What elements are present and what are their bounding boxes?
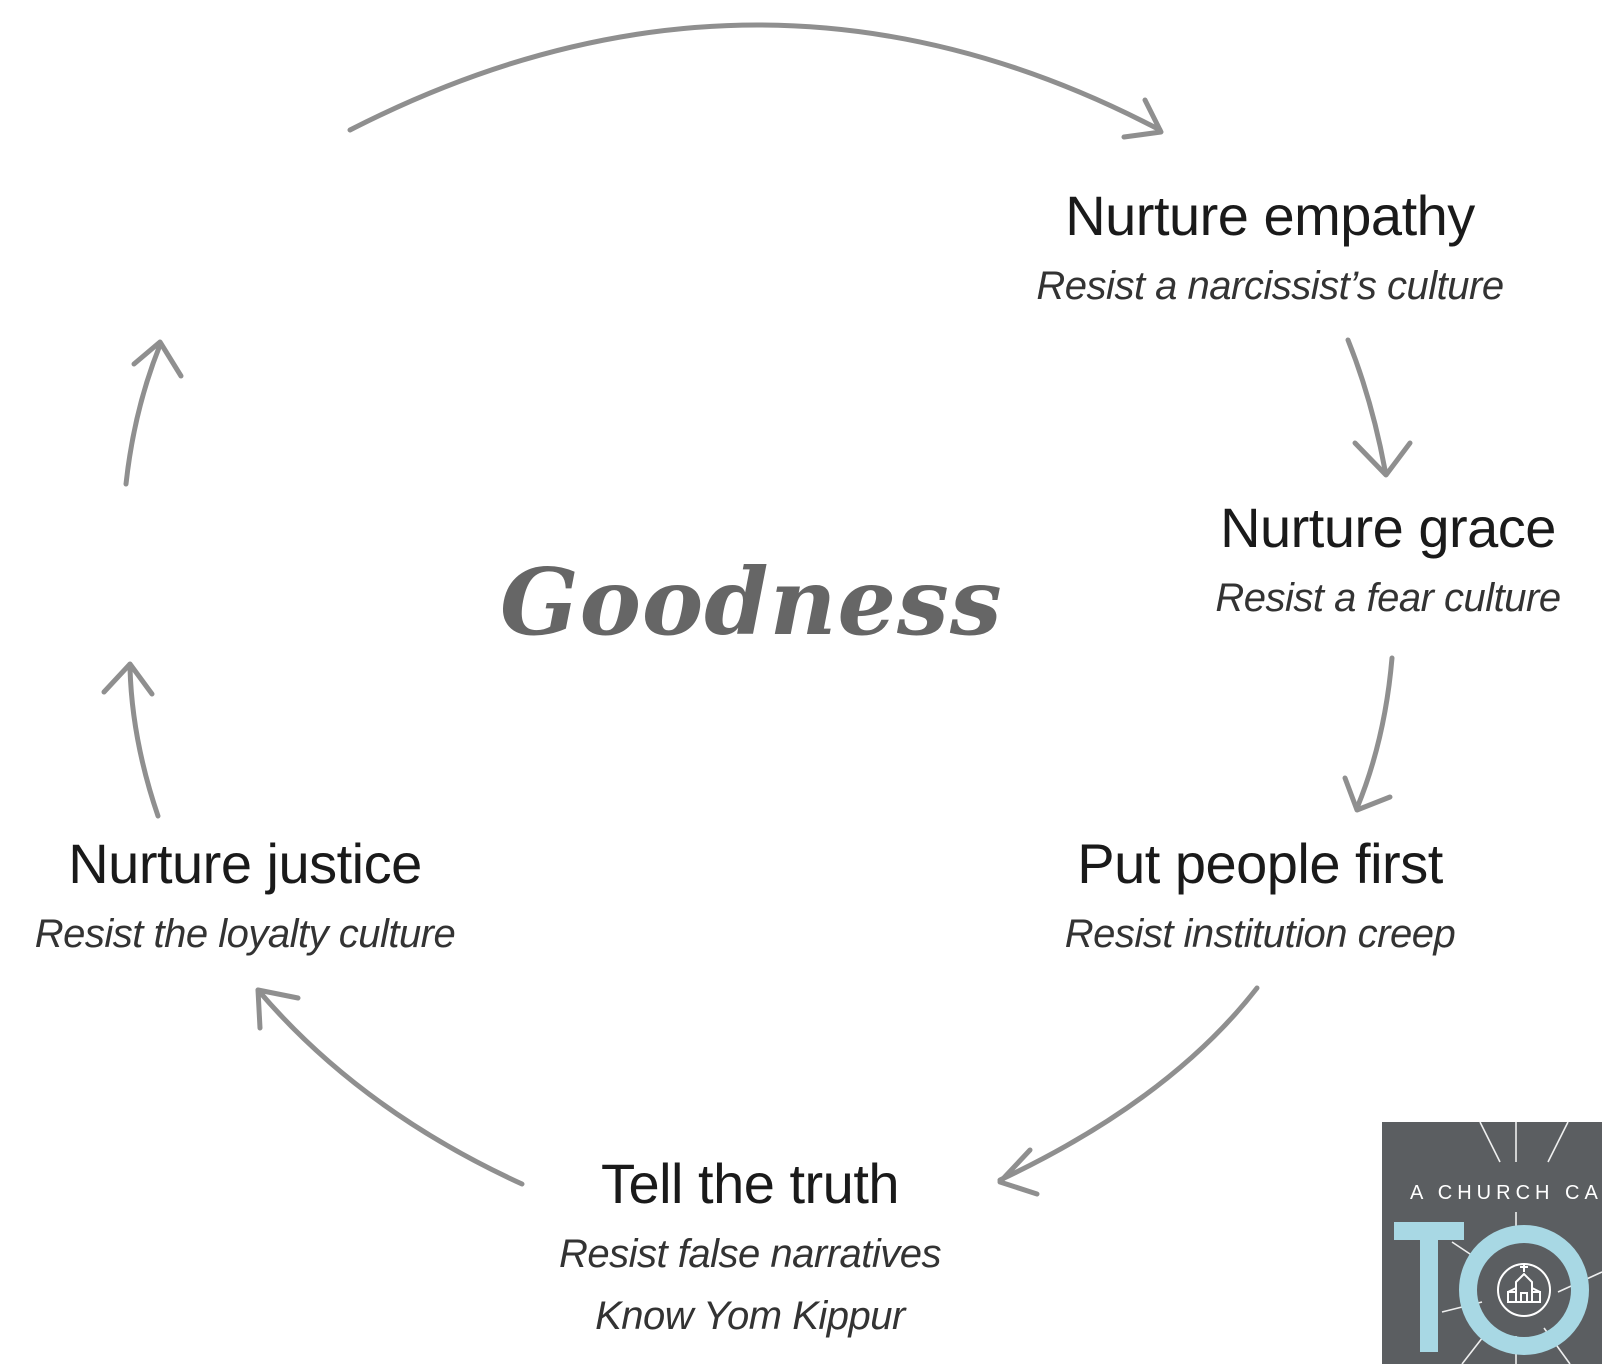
center-label: Goodness bbox=[500, 548, 1003, 656]
node-title: Tell the truth bbox=[600, 1152, 900, 1215]
node-nurture-grace: Nurture grace Resist a fear culture bbox=[1188, 496, 1588, 620]
arrow-left-up bbox=[123, 342, 163, 487]
church-icon bbox=[1497, 1263, 1551, 1317]
node-nurture-justice: Nurture justice Resist the loyalty cultu… bbox=[10, 832, 480, 956]
node-title: Put people first bbox=[1077, 832, 1443, 895]
arrow-empathy-grace bbox=[1345, 337, 1388, 473]
node-tell-the-truth: Tell the truth Resist false narratives K… bbox=[520, 1152, 980, 1338]
node-title: Nurture justice bbox=[68, 832, 422, 895]
podcast-logo: A CHURCH CA bbox=[1382, 1122, 1602, 1364]
arrowhead-left-up bbox=[131, 339, 184, 379]
node-subtitle: Resist a narcissist’s culture bbox=[1036, 264, 1504, 308]
arrow-top bbox=[347, 22, 1163, 133]
arrow-justice-up bbox=[127, 665, 161, 819]
node-subtitle: Resist false narratives bbox=[559, 1232, 941, 1276]
arrowhead-top bbox=[1121, 97, 1164, 140]
logo-text: A CHURCH CA bbox=[1410, 1182, 1602, 1204]
arrowhead-people-truth bbox=[997, 1147, 1040, 1197]
node-nurture-empathy: Nurture empathy Resist a narcissist’s cu… bbox=[1010, 184, 1530, 308]
arrowhead-truth-justice bbox=[255, 987, 301, 1031]
node-subtitle-secondary: Know Yom Kippur bbox=[595, 1294, 905, 1338]
node-subtitle: Resist institution creep bbox=[1064, 912, 1456, 956]
arrowhead-empathy-grace bbox=[1352, 440, 1413, 478]
arrow-grace-people bbox=[1354, 655, 1395, 811]
arrowhead-grace-people bbox=[1342, 775, 1393, 813]
node-subtitle: Resist the loyalty culture bbox=[34, 912, 456, 956]
node-subtitle: Resist a fear culture bbox=[1215, 576, 1561, 620]
logo-graphic bbox=[1394, 1122, 1602, 1364]
node-put-people-first: Put people first Resist institution cree… bbox=[1030, 832, 1490, 956]
arrow-people-truth bbox=[997, 985, 1260, 1183]
node-title: Nurture grace bbox=[1220, 496, 1556, 559]
arrow-truth-justice bbox=[255, 987, 525, 1187]
node-title: Nurture empathy bbox=[1065, 184, 1475, 247]
arrowhead-justice-up bbox=[101, 661, 155, 697]
